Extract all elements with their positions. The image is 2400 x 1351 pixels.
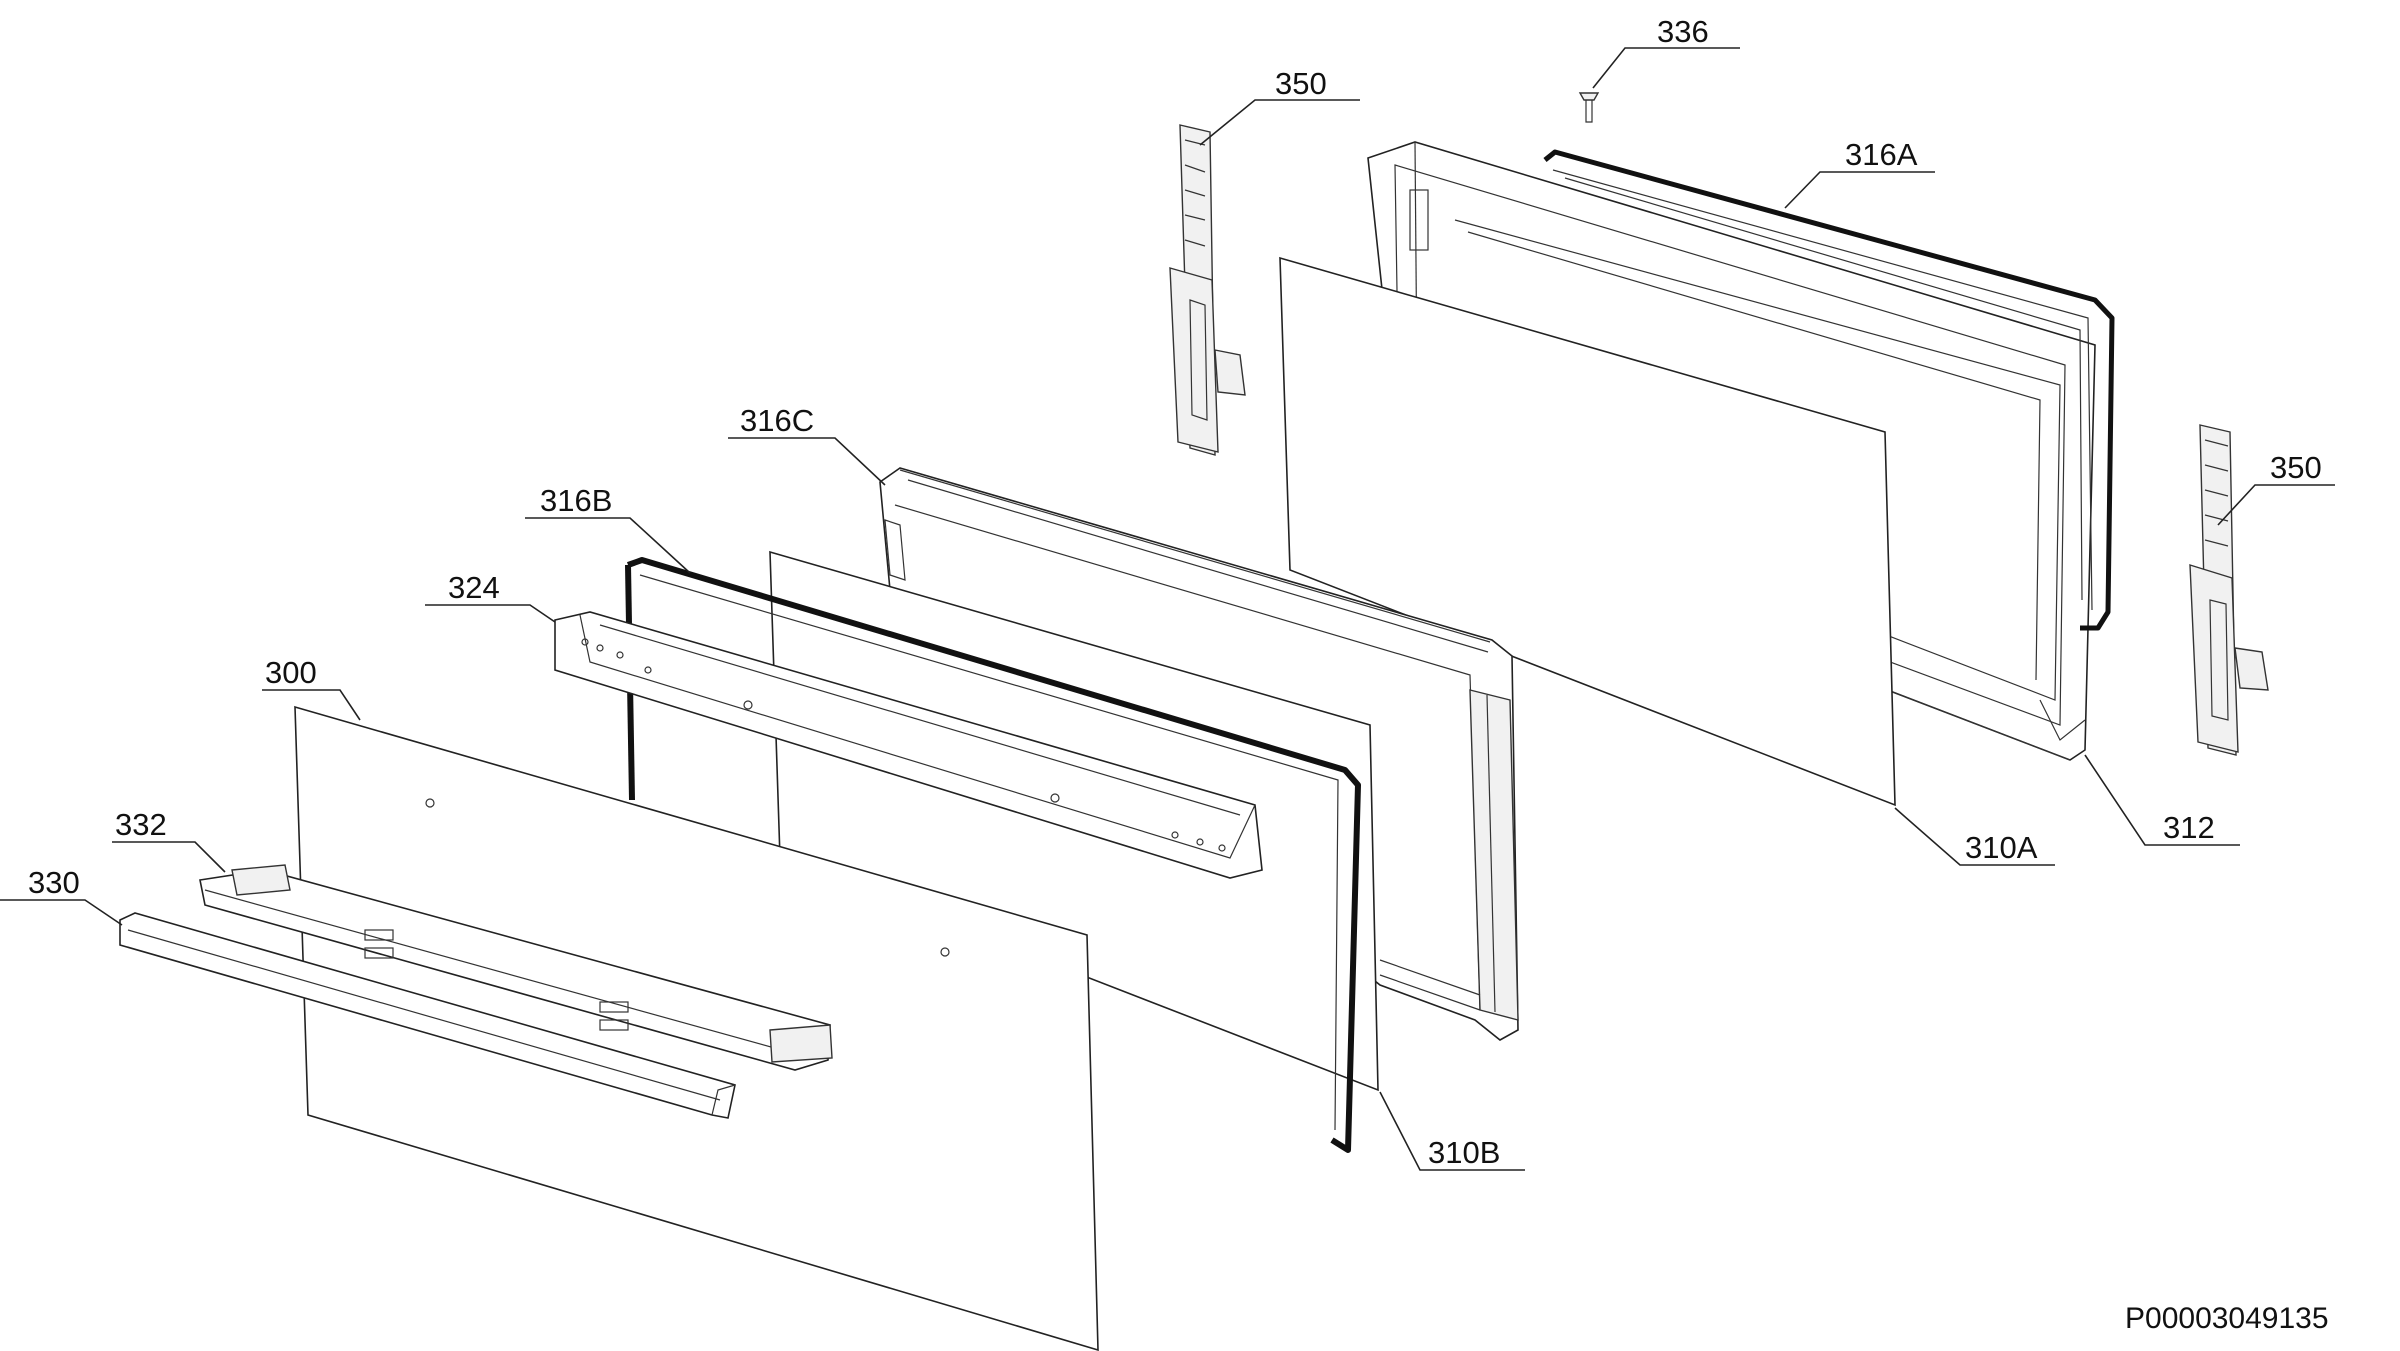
label-332: 332 bbox=[115, 807, 167, 842]
label-316A: 316A bbox=[1845, 137, 1918, 172]
label-310B: 310B bbox=[1428, 1135, 1500, 1170]
part-310A-rear-glass bbox=[1279, 256, 1896, 807]
label-330: 330 bbox=[28, 865, 80, 900]
label-312: 312 bbox=[2163, 810, 2215, 845]
label-336: 336 bbox=[1657, 14, 1709, 49]
part-labels: 336 350 316A 316C 316B 324 350 300 332 3… bbox=[28, 14, 2322, 1170]
part-336-screw bbox=[1578, 92, 1600, 123]
part-350-left-hinge bbox=[1169, 124, 1246, 456]
part-332-handle-bracket bbox=[199, 864, 833, 1071]
leader-lines bbox=[0, 47, 2335, 1171]
document-code: P00003049135 bbox=[2125, 1302, 2329, 1335]
part-350-right-hinge bbox=[2189, 424, 2269, 756]
label-324: 324 bbox=[448, 570, 500, 605]
part-324-bracket bbox=[554, 611, 1263, 879]
part-330-handle bbox=[119, 912, 736, 1119]
label-350-left: 350 bbox=[1275, 66, 1327, 101]
label-300: 300 bbox=[265, 655, 317, 690]
part-316A-rear-gasket bbox=[1543, 149, 2115, 631]
label-316C: 316C bbox=[740, 403, 814, 438]
label-350-right: 350 bbox=[2270, 450, 2322, 485]
label-310A: 310A bbox=[1965, 830, 2038, 865]
label-316B: 316B bbox=[540, 483, 612, 518]
